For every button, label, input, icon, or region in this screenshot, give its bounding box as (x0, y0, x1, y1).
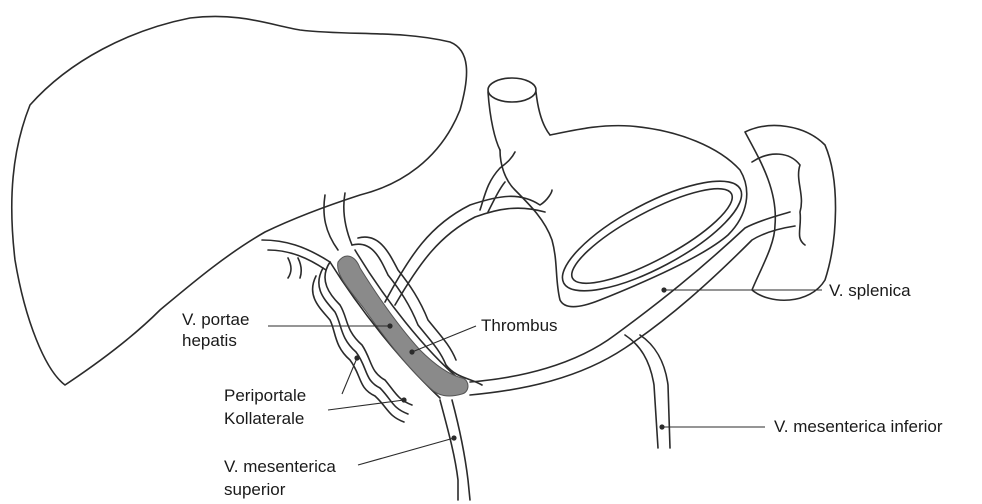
label-portal-vein-line1: V. portae (182, 310, 249, 329)
vessel-ring (549, 161, 756, 311)
splenic-vein (470, 212, 795, 395)
left-gastric-vein (385, 152, 552, 305)
collaterals-dot-upper (354, 355, 359, 360)
collaterals-leader-lower (328, 400, 404, 410)
esophagus-opening (488, 78, 536, 102)
collaterals-dot-lower (401, 397, 406, 402)
inferior-mesenteric-vein (625, 335, 670, 448)
vessel-ring-inner (561, 173, 742, 300)
portal-vein-dot (387, 323, 392, 328)
splenic-vein-dot (661, 287, 666, 292)
inferior-mesenteric-dot (659, 424, 664, 429)
superior-mesenteric-dot (451, 435, 456, 440)
thrombus-dot (409, 349, 414, 354)
superior-mesenteric-vein (440, 400, 470, 500)
label-collaterals-line2: Kollaterale (224, 409, 304, 428)
esophagus (488, 92, 550, 150)
spleen-inner (752, 154, 805, 245)
spleen-outline (745, 126, 836, 301)
label-inferior-mesenteric-vein: V. mesenterica inferior (774, 417, 943, 436)
superior-mesenteric-leader (358, 438, 454, 465)
label-superior-mesenteric-line1: V. mesenterica (224, 457, 336, 476)
collaterals-leader-upper (342, 358, 357, 394)
label-superior-mesenteric-line2: superior (224, 480, 286, 499)
label-portal-vein-line2: hepatis (182, 331, 237, 350)
label-collaterals-line1: Periportale (224, 386, 306, 405)
label-splenic-vein: V. splenica (829, 281, 911, 300)
label-thrombus: Thrombus (481, 316, 558, 335)
